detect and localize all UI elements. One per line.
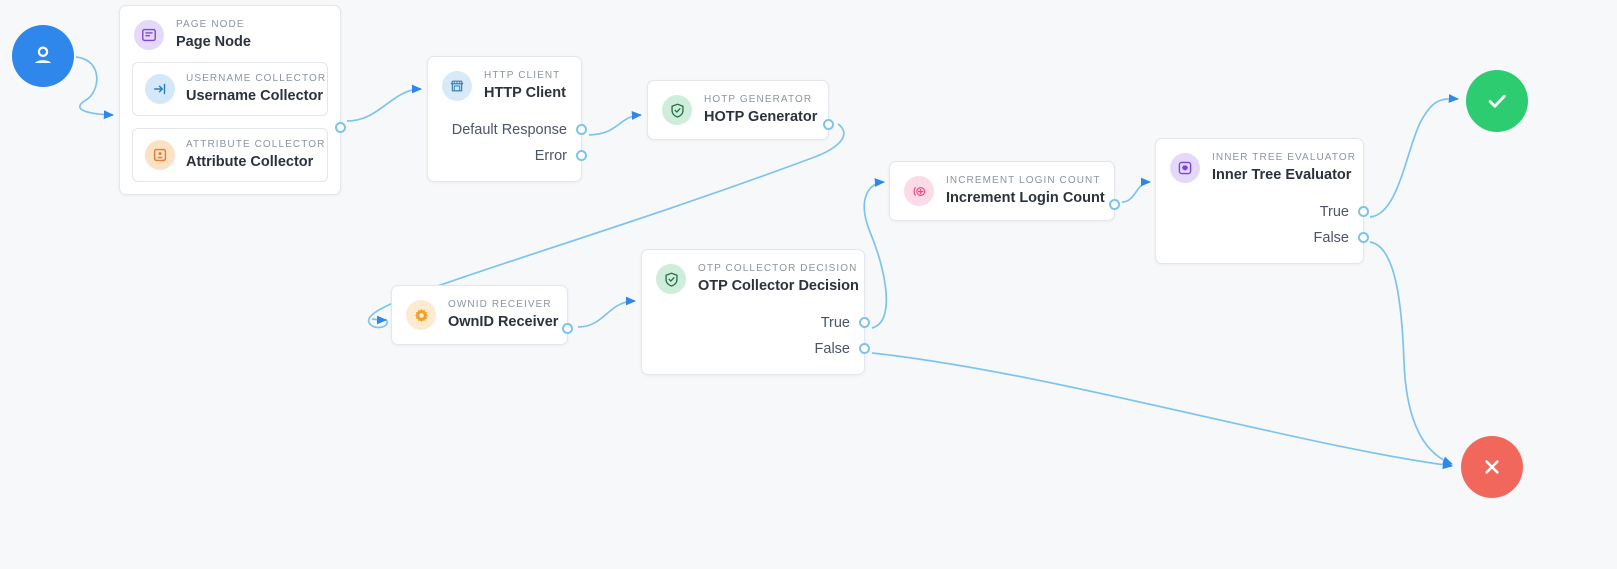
port-label-default-response: Default Response	[451, 122, 567, 138]
port-increment-login-count-out[interactable]	[1109, 199, 1120, 210]
inner-tree-evaluator-header: INNER TREE EVALUATOR Inner Tree Evaluato…	[1156, 139, 1363, 195]
increment-counter-icon	[904, 176, 934, 206]
shield-check-icon	[656, 264, 686, 294]
http-client-header: HTTP CLIENT HTTP Client	[428, 57, 581, 113]
port-row-error: Error	[442, 143, 587, 169]
node-inner-tree-evaluator[interactable]: INNER TREE EVALUATOR Inner Tree Evaluato…	[1155, 138, 1369, 264]
inner-tree-evaluator-kicker: INNER TREE EVALUATOR	[1212, 152, 1357, 163]
port-row-default-response: Default Response	[442, 117, 587, 143]
page-node-header: PAGE NODE Page Node	[120, 6, 340, 62]
port-otp-false[interactable]	[859, 343, 870, 354]
increment-login-count-header: INCREMENT LOGIN COUNT Increment Login Co…	[890, 162, 1114, 220]
edge-otp-false-to-failure	[871, 352, 1454, 470]
otp-collector-decision-title: OTP Collector Decision	[698, 278, 859, 294]
start-node[interactable]	[12, 25, 74, 87]
http-client-title: HTTP Client	[484, 85, 566, 101]
hotp-generator-title: HOTP Generator	[704, 109, 818, 125]
port-row-inner-tree-true: True	[1170, 199, 1369, 225]
edge-inner-tree-false-to-failure	[1369, 241, 1453, 465]
http-client-kicker: HTTP CLIENT	[484, 70, 561, 81]
username-collector-title: Username Collector	[186, 88, 323, 104]
node-hotp-generator[interactable]: HOTP GENERATOR HOTP Generator	[647, 80, 834, 140]
increment-login-count-kicker: INCREMENT LOGIN COUNT	[946, 175, 1101, 186]
id-card-icon	[145, 140, 175, 170]
inner-tree-evaluator-title: Inner Tree Evaluator	[1212, 167, 1352, 183]
port-username-collector-out[interactable]	[335, 122, 346, 133]
node-page-node[interactable]: PAGE NODE Page Node USERNAME COLLECTOR U…	[119, 5, 346, 195]
port-ownid-receiver-out[interactable]	[562, 323, 573, 334]
node-username-collector[interactable]: USERNAME COLLECTOR Username Collector	[132, 62, 328, 116]
inner-tree-evaluator-ports: True False	[1156, 195, 1369, 263]
shield-check-icon	[662, 95, 692, 125]
node-http-client[interactable]: HTTP CLIENT HTTP Client Default Response…	[427, 56, 587, 182]
page-node-kicker: PAGE NODE	[176, 19, 245, 30]
edge-username-collector-to-http-client	[346, 84, 423, 122]
sign-in-icon	[145, 74, 175, 104]
node-increment-login-count[interactable]: INCREMENT LOGIN COUNT Increment Login Co…	[889, 161, 1120, 221]
ownid-receiver-kicker: OWNID RECEIVER	[448, 299, 552, 310]
page-node-title: Page Node	[176, 34, 251, 50]
port-row-inner-tree-false: False	[1170, 225, 1369, 251]
otp-collector-decision-kicker: OTP COLLECTOR DECISION	[698, 263, 858, 274]
otp-collector-decision-ports: True False	[642, 306, 870, 374]
hotp-generator-kicker: HOTP GENERATOR	[704, 94, 813, 105]
attribute-collector-kicker: ATTRIBUTE COLLECTOR	[186, 139, 326, 150]
port-label-otp-false: False	[814, 341, 850, 357]
user-avatar-icon	[35, 46, 51, 63]
port-row-otp-false: False	[656, 336, 870, 362]
port-hotp-generator-out[interactable]	[823, 119, 834, 130]
edge-hotp-arrowhead	[371, 315, 388, 325]
port-row-otp-true: True	[656, 310, 870, 336]
edge-ownid-receiver-to-otp-collector-decision	[577, 296, 637, 328]
failure-node[interactable]	[1461, 436, 1523, 498]
ownid-receiver-header: OWNID RECEIVER OwnID Receiver	[392, 286, 567, 344]
ownid-receiver-title: OwnID Receiver	[448, 314, 559, 330]
port-label-inner-tree-true: True	[1319, 204, 1349, 220]
gear-icon	[406, 300, 436, 330]
node-otp-collector-decision[interactable]: OTP COLLECTOR DECISION OTP Collector Dec…	[641, 249, 870, 375]
port-inner-tree-true[interactable]	[1358, 206, 1369, 217]
hotp-generator-header: HOTP GENERATOR HOTP Generator	[648, 81, 828, 139]
inner-tree-icon	[1170, 153, 1200, 183]
node-attribute-collector[interactable]: ATTRIBUTE COLLECTOR Attribute Collector	[132, 128, 328, 182]
success-node[interactable]	[1466, 70, 1528, 132]
http-client-ports: Default Response Error	[428, 113, 587, 181]
check-icon	[1488, 94, 1506, 108]
edge-otp-true-to-increment-login-count	[863, 178, 888, 329]
node-ownid-receiver[interactable]: OWNID RECEIVER OwnID Receiver	[391, 285, 573, 345]
port-otp-true[interactable]	[859, 317, 870, 328]
increment-login-count-title: Increment Login Count	[946, 190, 1105, 206]
attribute-collector-title: Attribute Collector	[186, 154, 314, 170]
edge-start-to-username-collector	[75, 56, 115, 120]
otp-collector-decision-header: OTP COLLECTOR DECISION OTP Collector Dec…	[642, 250, 864, 306]
port-default-response[interactable]	[576, 124, 587, 135]
port-label-error: Error	[534, 148, 567, 164]
username-collector-kicker: USERNAME COLLECTOR	[186, 73, 327, 84]
close-icon	[1485, 460, 1499, 474]
edge-increment-login-count-to-inner-tree-evaluator	[1121, 177, 1152, 203]
port-label-inner-tree-false: False	[1313, 230, 1349, 246]
port-label-otp-true: True	[820, 315, 850, 331]
edge-inner-tree-true-to-success	[1369, 94, 1460, 218]
edge-http-client-to-hotp-generator	[588, 110, 643, 136]
port-inner-tree-false[interactable]	[1358, 232, 1369, 243]
page-icon	[134, 20, 164, 50]
storefront-icon	[442, 71, 472, 101]
port-error[interactable]	[576, 150, 587, 161]
